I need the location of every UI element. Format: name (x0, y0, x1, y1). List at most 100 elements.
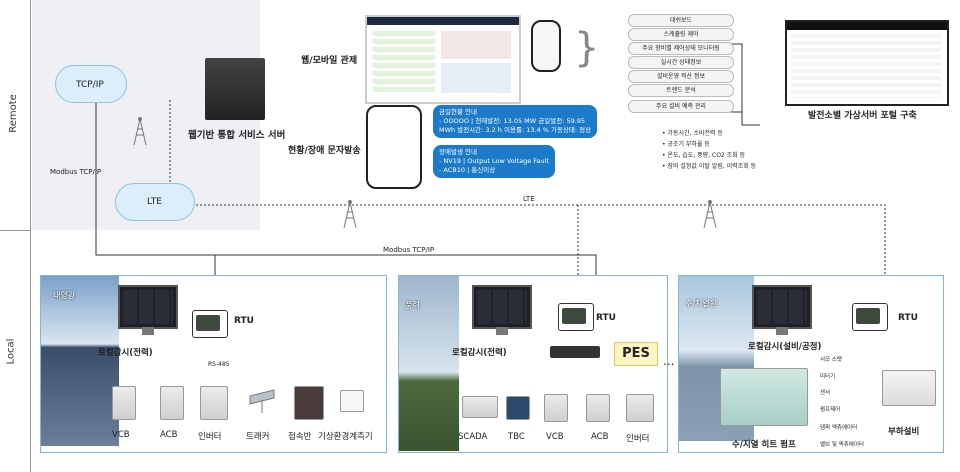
local-monitor-icon (472, 285, 532, 335)
menu-item: 주요 장비별 제어상태 모니터링 (628, 42, 734, 55)
lte-cloud (115, 183, 195, 221)
sms-label: 현황/장애 문자발송 (288, 146, 361, 156)
menu-item: 대쉬보드 (628, 14, 734, 27)
solar-panel-photo (41, 276, 119, 446)
device-label: 트래커 (246, 432, 270, 442)
sms-line: 장애발생 안내 (439, 148, 477, 156)
rtu-label: RTU (596, 313, 616, 323)
tcpip-label: TCP/IP (76, 80, 104, 90)
menu-item: 실시간 상태정보 (628, 56, 734, 69)
rs485-label: RS-485 (208, 361, 230, 368)
menu-item: 스케쥴링 제어 (628, 28, 734, 41)
rtu-label: RTU (234, 316, 254, 326)
antenna-tower-icon (343, 200, 357, 229)
server-label: 웹기반 통합 서비스 서버 (188, 130, 286, 141)
device-label: VCB (546, 432, 564, 442)
side-item: 서모 스탯 (820, 357, 842, 363)
mobile-phone-icon (531, 20, 561, 72)
site-badge: 수/지열원 (685, 299, 718, 308)
ellipsis: ... (663, 354, 675, 368)
side-divider (30, 0, 31, 472)
sms-line: - OOOOO | 현재발전: 13.05 MW 금일발전: 59.95 (439, 117, 586, 125)
weather-sensor-icon (340, 390, 364, 412)
vcb-device-icon (544, 394, 568, 422)
site-wind: 풍력 (398, 275, 668, 453)
rtu-device-icon (852, 303, 888, 331)
side-item: 밸브 및 액츄에이터 (820, 442, 864, 448)
lte-dotted-line (192, 204, 886, 300)
feature-bullet: • 온도, 습도, 풍량, CO2 조회 등 (662, 152, 746, 159)
sms-bubble-status: 금일현황 안내 - OOOOO | 현재발전: 13.05 MW 금일발전: 5… (433, 105, 598, 138)
side-item: 미터기 (820, 374, 836, 380)
sms-line: MWh 발전시간: 3.2 h 이용률: 13.4 % 가동상태: 정상 (439, 126, 592, 134)
monitor-label: 로컬감시(설비/공정) (748, 342, 822, 352)
feature-bullet: • 공조기 부하율 등 (662, 141, 710, 148)
device-label: ACB (591, 432, 609, 442)
server-rack-icon (205, 58, 265, 120)
side-item: 센서 (820, 390, 831, 396)
scada-device-icon (462, 396, 498, 418)
device-label: 인버터 (198, 432, 222, 442)
tcpip-cloud (55, 65, 127, 103)
sms-line: 금일현황 안내 (439, 108, 477, 116)
tbc-device-icon (506, 396, 530, 420)
ceiling-ac-icon (882, 370, 936, 406)
side-item: 댐퍼 액츄에이터 (820, 425, 858, 431)
acb-device-icon (586, 394, 610, 422)
device-label: 접속반 (288, 432, 312, 442)
device-label: VCB (112, 430, 130, 440)
rtu-device-icon (192, 310, 228, 338)
menu-bracket (728, 43, 743, 113)
brace-icon: } (574, 25, 600, 71)
pes-box: PES (614, 342, 658, 366)
feature-bullet: • 장비 설정값 이탈 알림, 이력조회 등 (662, 163, 757, 170)
rtu-device-icon (558, 303, 594, 331)
modbus-tcpip-label: Modbus TCP/IP (50, 168, 102, 176)
sms-phone-icon (366, 105, 422, 189)
site-badge: 풍력 (405, 301, 420, 310)
side-item: 펌프제어 (820, 407, 841, 413)
local-monitor-icon (752, 285, 812, 335)
wind-turbine-photo (399, 276, 459, 451)
site-badge: 태양광 (53, 291, 76, 300)
sms-line: - NV19 | Output Low Voltage Fault (439, 157, 549, 165)
web-dashboard-screenshot (365, 15, 521, 104)
tracker-device-icon (248, 386, 276, 414)
lte-cloud-label: LTE (147, 197, 162, 207)
junction-box-icon (294, 386, 324, 420)
device-label: SCADA (458, 432, 488, 442)
monitor-label: 로컬감시(전력) (452, 348, 507, 358)
heat-pump-label: 수/지열 히트 펌프 (732, 440, 796, 450)
inverter-device-icon (626, 394, 654, 422)
portal-label: 발전소별 가상서버 포털 구축 (808, 111, 917, 121)
modbus-tcpip-label-2: Modbus TCP/IP (383, 246, 435, 254)
feature-bullet: • 가동시간, 소비전력 등 (662, 130, 723, 137)
site-solar: 태양광 (40, 275, 387, 453)
device-label: 기상환경계측기 (318, 432, 373, 442)
portal-screenshot (785, 20, 949, 106)
device-label: ACB (160, 430, 178, 440)
lte-line-label: LTE (523, 195, 535, 203)
network-switch-icon (550, 346, 600, 358)
inverter-device-icon (200, 386, 228, 420)
menu-to-bullets (741, 112, 760, 126)
rtu-label: RTU (898, 313, 918, 323)
antenna-tower-icon (703, 200, 717, 229)
heat-pump-icon (720, 368, 808, 426)
vcb-device-icon (112, 386, 136, 420)
zone-divider (0, 230, 30, 231)
web-mobile-label: 웹/모바일 관제 (301, 56, 358, 66)
antenna-tower-icon (133, 117, 147, 146)
sms-line: - ACB10 | 통신이상 (439, 166, 496, 174)
menu-item: 트렌드 분석 (628, 84, 734, 97)
menu-item: 주요 설비 예측 관리 (628, 100, 734, 113)
menu-item: 설비운영 적산 정보 (628, 70, 734, 83)
device-label: 인버터 (626, 434, 650, 444)
sms-bubble-fault: 장애발생 안내 - NV19 | Output Low Voltage Faul… (433, 145, 555, 178)
monitor-label: 로컬감시(전력) (98, 348, 153, 358)
device-label: TBC (508, 432, 525, 442)
acb-device-icon (160, 386, 184, 420)
load-equipment-label: 부하설비 (888, 427, 920, 437)
local-monitor-icon (118, 285, 178, 335)
